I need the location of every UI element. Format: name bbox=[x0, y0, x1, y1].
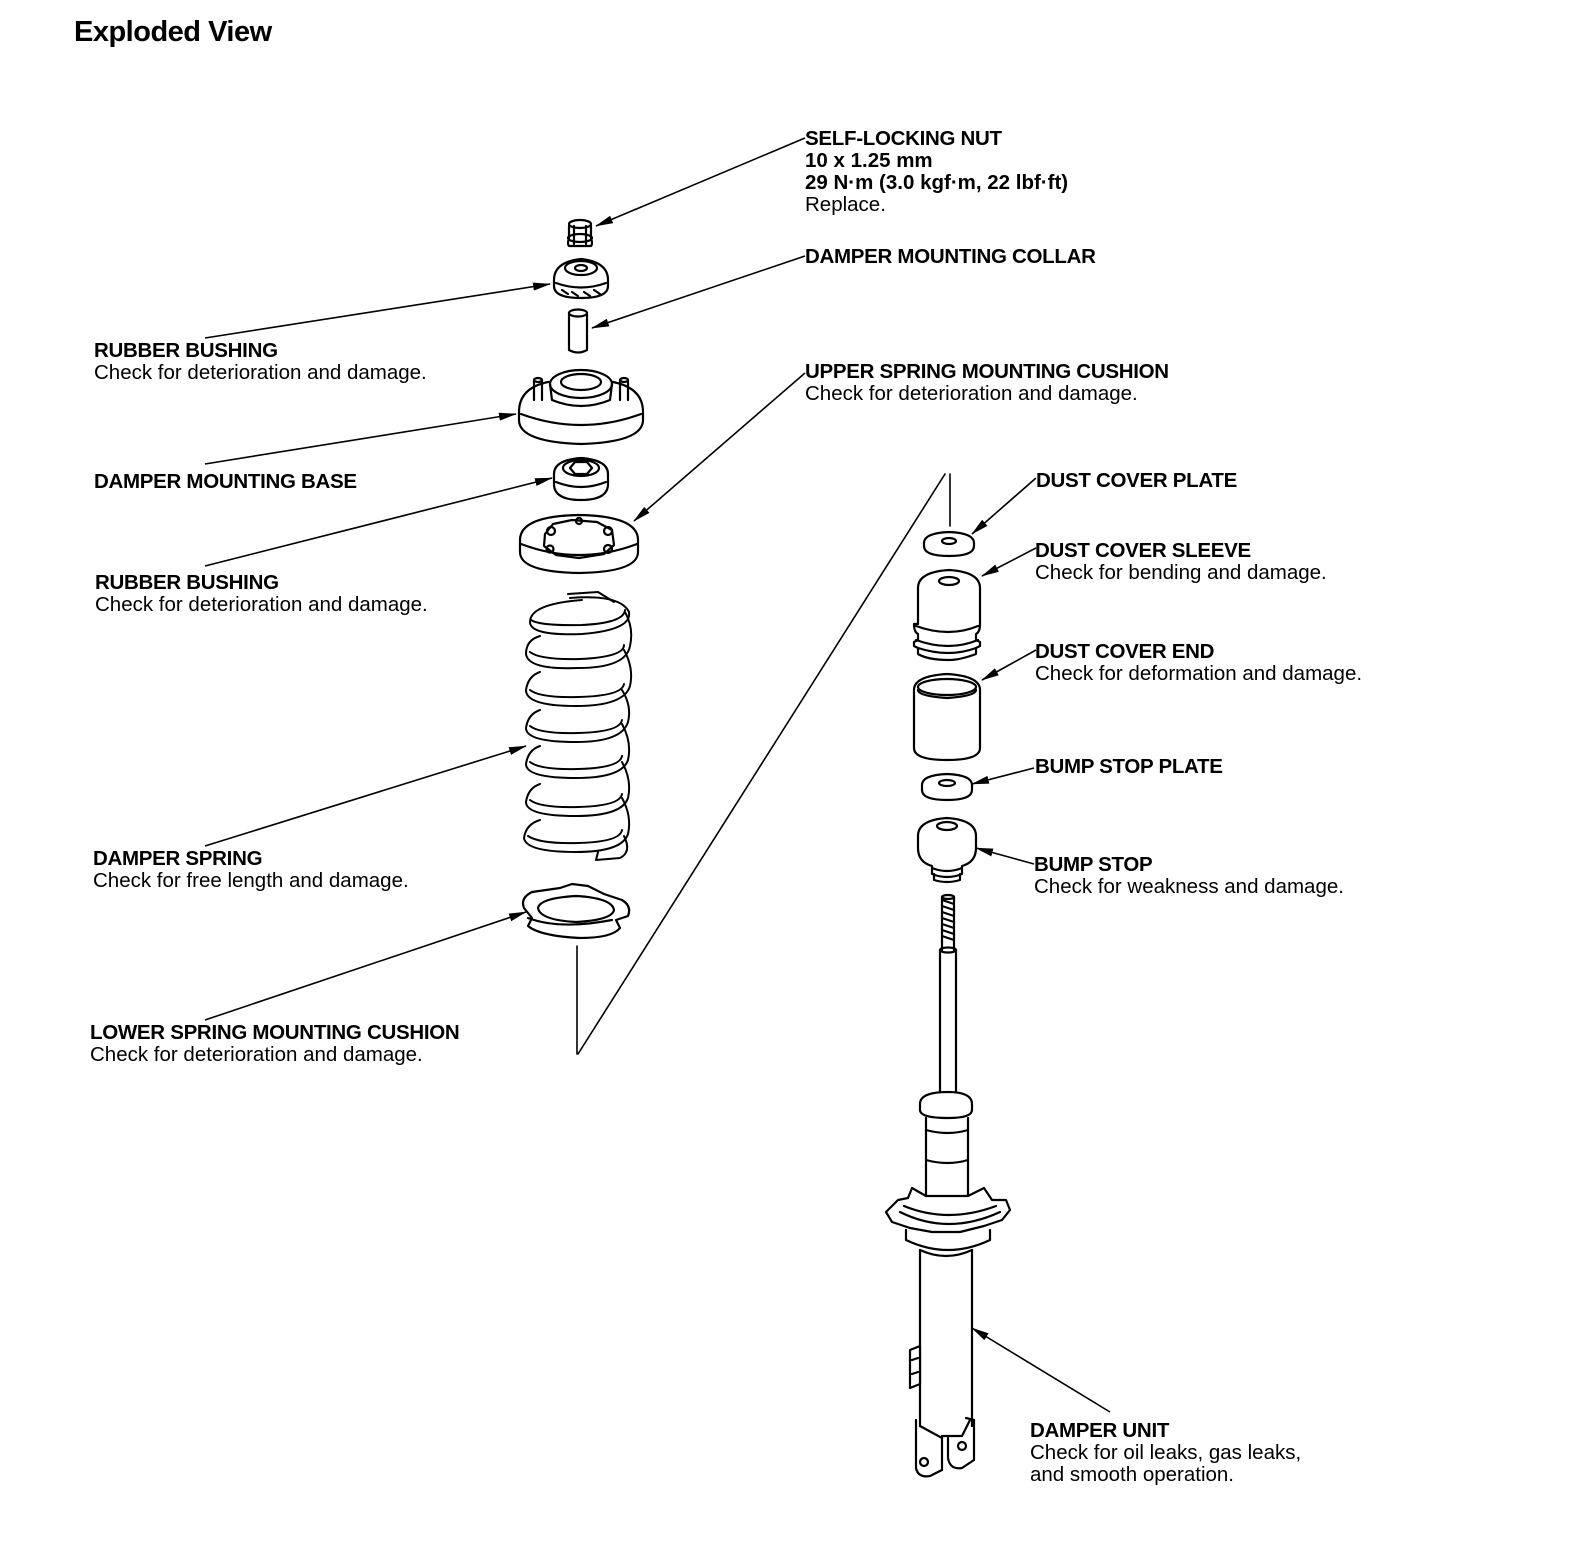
damper-mounting-collar-name: DAMPER MOUNTING COLLAR bbox=[805, 245, 1096, 268]
leader-damper-spring bbox=[205, 746, 527, 846]
damper-unit-name: DAMPER UNIT bbox=[1030, 1419, 1170, 1442]
leader-dust-cover-end bbox=[981, 650, 1036, 680]
bump-stop-name: BUMP STOP bbox=[1034, 853, 1153, 876]
bump-stop-plate-label: BUMP STOP PLATE bbox=[1035, 756, 1223, 778]
rubber-bushing-lower-name: RUBBER BUSHING bbox=[95, 571, 279, 594]
damper-mounting-base-part bbox=[519, 370, 643, 444]
leader-upper-spring-mounting-cushion bbox=[633, 373, 805, 522]
dust-cover-sleeve-label: DUST COVER SLEEVE Check for bending and … bbox=[1035, 540, 1327, 584]
self-locking-nut-label: SELF-LOCKING NUT 10 x 1.25 mm 29 N·m (3.… bbox=[805, 128, 1068, 216]
lower-spring-mounting-cushion-part bbox=[523, 884, 629, 938]
upper-spring-mounting-cushion-note: Check for deterioration and damage. bbox=[805, 382, 1138, 405]
lower-spring-mounting-cushion-note: Check for deterioration and damage. bbox=[90, 1043, 423, 1066]
self-locking-nut-note: Replace. bbox=[805, 193, 886, 216]
upper-spring-mounting-cushion-name: UPPER SPRING MOUNTING CUSHION bbox=[805, 360, 1169, 383]
rubber-bushing-upper-name: RUBBER BUSHING bbox=[94, 339, 278, 362]
leader-lower-spring-mounting-cushion bbox=[205, 912, 527, 1020]
damper-unit-part bbox=[886, 895, 1010, 1476]
dust-cover-sleeve-part bbox=[914, 570, 980, 660]
dust-cover-end-part bbox=[914, 674, 980, 760]
bump-stop-note: Check for weakness and damage. bbox=[1034, 875, 1344, 898]
leader-dust-cover-sleeve bbox=[981, 548, 1036, 576]
damper-unit-note-line1: Check for oil leaks, gas leaks, bbox=[1030, 1441, 1302, 1464]
self-locking-nut-name: SELF-LOCKING NUT bbox=[805, 127, 1002, 150]
damper-spring-part bbox=[524, 592, 631, 860]
rubber-bushing-upper-label: RUBBER BUSHING Check for deterioration a… bbox=[94, 340, 427, 384]
page-title: Exploded View bbox=[74, 16, 272, 48]
leader-bump-stop bbox=[975, 848, 1034, 864]
leader-rubber-bushing-lower bbox=[205, 478, 553, 566]
dust-cover-end-name: DUST COVER END bbox=[1035, 640, 1215, 663]
upper-spring-mounting-cushion-label: UPPER SPRING MOUNTING CUSHION Check for … bbox=[805, 361, 1169, 405]
bump-stop-label: BUMP STOP Check for weakness and damage. bbox=[1034, 854, 1344, 898]
damper-mounting-collar-part bbox=[569, 310, 587, 353]
upper-spring-mounting-cushion-part bbox=[520, 515, 638, 573]
self-locking-nut-torque: 29 N·m (3.0 kgf·m, 22 lbf·ft) bbox=[805, 171, 1069, 194]
dust-cover-plate-label: DUST COVER PLATE bbox=[1036, 470, 1237, 492]
dust-cover-plate-part bbox=[924, 532, 974, 556]
bump-stop-plate-name: BUMP STOP PLATE bbox=[1035, 755, 1223, 778]
rubber-bushing-upper-note: Check for deterioration and damage. bbox=[94, 361, 427, 384]
self-locking-nut-part bbox=[568, 220, 592, 246]
rubber-bushing-lower-label: RUBBER BUSHING Check for deterioration a… bbox=[95, 572, 428, 616]
rubber-bushing-lower-note: Check for deterioration and damage. bbox=[95, 593, 428, 616]
lower-spring-mounting-cushion-name: LOWER SPRING MOUNTING CUSHION bbox=[90, 1021, 460, 1044]
dust-cover-end-label: DUST COVER END Check for deformation and… bbox=[1035, 641, 1362, 685]
lower-spring-mounting-cushion-label: LOWER SPRING MOUNTING CUSHION Check for … bbox=[90, 1021, 460, 1066]
damper-mounting-collar-label: DAMPER MOUNTING COLLAR bbox=[805, 246, 1096, 268]
leader-bump-stop-plate bbox=[971, 768, 1034, 784]
damper-spring-name: DAMPER SPRING bbox=[93, 847, 263, 870]
bump-stop-part bbox=[918, 818, 976, 882]
damper-unit-label: DAMPER UNIT Check for oil leaks, gas lea… bbox=[1030, 1420, 1301, 1486]
damper-mounting-base-label: DAMPER MOUNTING BASE bbox=[94, 471, 357, 493]
dust-cover-sleeve-note: Check for bending and damage. bbox=[1035, 561, 1327, 584]
dust-cover-sleeve-name: DUST COVER SLEEVE bbox=[1035, 539, 1251, 562]
dust-cover-end-note: Check for deformation and damage. bbox=[1035, 662, 1363, 685]
leader-damper-mounting-collar bbox=[591, 256, 805, 328]
self-locking-nut-size: 10 x 1.25 mm bbox=[805, 149, 933, 172]
leader-dust-cover-plate bbox=[971, 478, 1036, 535]
leader-self-locking-nut bbox=[595, 138, 805, 226]
leader-rubber-bushing-upper bbox=[205, 282, 551, 338]
leader-damper-mounting-base bbox=[205, 412, 517, 464]
bump-stop-plate-part bbox=[922, 774, 972, 800]
leader-damper-unit bbox=[971, 1328, 1110, 1412]
damper-spring-note: Check for free length and damage. bbox=[93, 869, 409, 892]
dust-cover-plate-name: DUST COVER PLATE bbox=[1036, 469, 1237, 492]
rubber-bushing-lower-part bbox=[554, 458, 608, 500]
damper-unit-note-line2: and smooth operation. bbox=[1030, 1463, 1234, 1486]
damper-mounting-base-name: DAMPER MOUNTING BASE bbox=[94, 470, 357, 493]
damper-spring-label: DAMPER SPRING Check for free length and … bbox=[93, 848, 409, 892]
rubber-bushing-upper-part bbox=[554, 259, 608, 298]
